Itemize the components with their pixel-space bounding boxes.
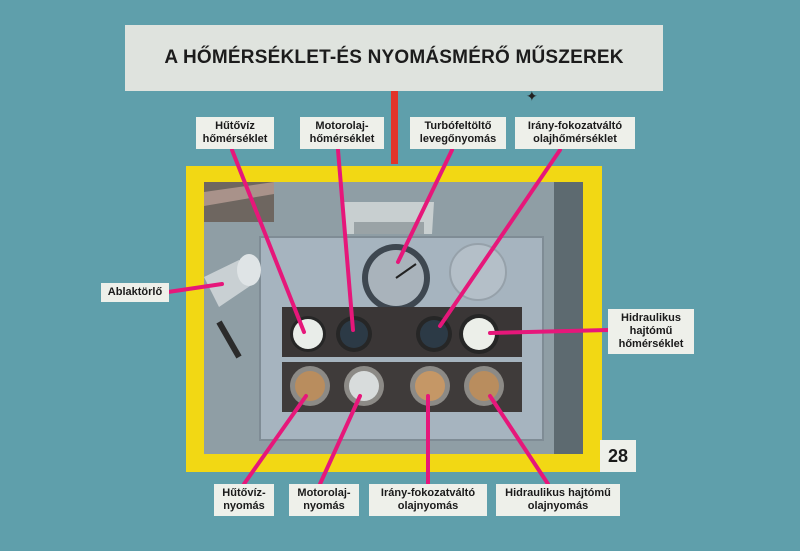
label-ablaktorlo: Ablaktörlő [101, 283, 169, 302]
label-motorolaj-nyomas: Motorolaj- nyomás [289, 484, 359, 516]
leader-turbofeltolto [396, 148, 454, 264]
page-title: A HŐMÉRSÉKLET-ÉS NYOMÁSMÉRŐ MŰSZEREK [164, 47, 624, 68]
leader-ablaktorlo [166, 282, 224, 294]
label-irany-olajnyomas: Irány-fokozatváltó olajnyomás [369, 484, 487, 516]
leader-hutoviz-homerseklet [230, 148, 306, 334]
title-box: A HŐMÉRSÉKLET-ÉS NYOMÁSMÉRŐ MŰSZEREK [125, 25, 663, 91]
label-hutoviz-nyomas: Hűtővíz- nyomás [214, 484, 274, 516]
leader-motorolaj-nyomas [318, 394, 362, 486]
page-number-box: 28 [600, 440, 636, 472]
leader-irany-olajhomerseklet [438, 148, 562, 328]
instrument-panel-photo [204, 182, 583, 454]
leader-motorolaj-homerseklet [336, 148, 355, 332]
leader-hidraulikus-homerseklet [488, 328, 610, 335]
label-turbofeltolto: Turbófeltöltő levegőnyomás [410, 117, 506, 149]
page-number: 28 [607, 445, 629, 466]
instrument-panel-illustration [204, 182, 583, 454]
label-hidraulikus-olajnyomas: Hidraulikus hajtómű olajnyomás [496, 484, 620, 516]
label-hidraulikus-homerseklet: Hidraulikus hajtómű hőmérséklet [608, 309, 694, 354]
leader-hutoviz-nyomas [242, 394, 308, 486]
title-connector [391, 91, 398, 164]
label-irany-olajhomerseklet: Irány-fokozatváltó olajhőmérséklet [515, 117, 635, 149]
label-hutoviz-homerseklet: Hűtővíz hőmérséklet [196, 117, 274, 149]
leader-hidraulikus-olajnyomas [488, 394, 550, 486]
label-motorolaj-homerseklet: Motorolaj- hőmérséklet [300, 117, 384, 149]
bug-mark: ✦ [526, 88, 538, 104]
